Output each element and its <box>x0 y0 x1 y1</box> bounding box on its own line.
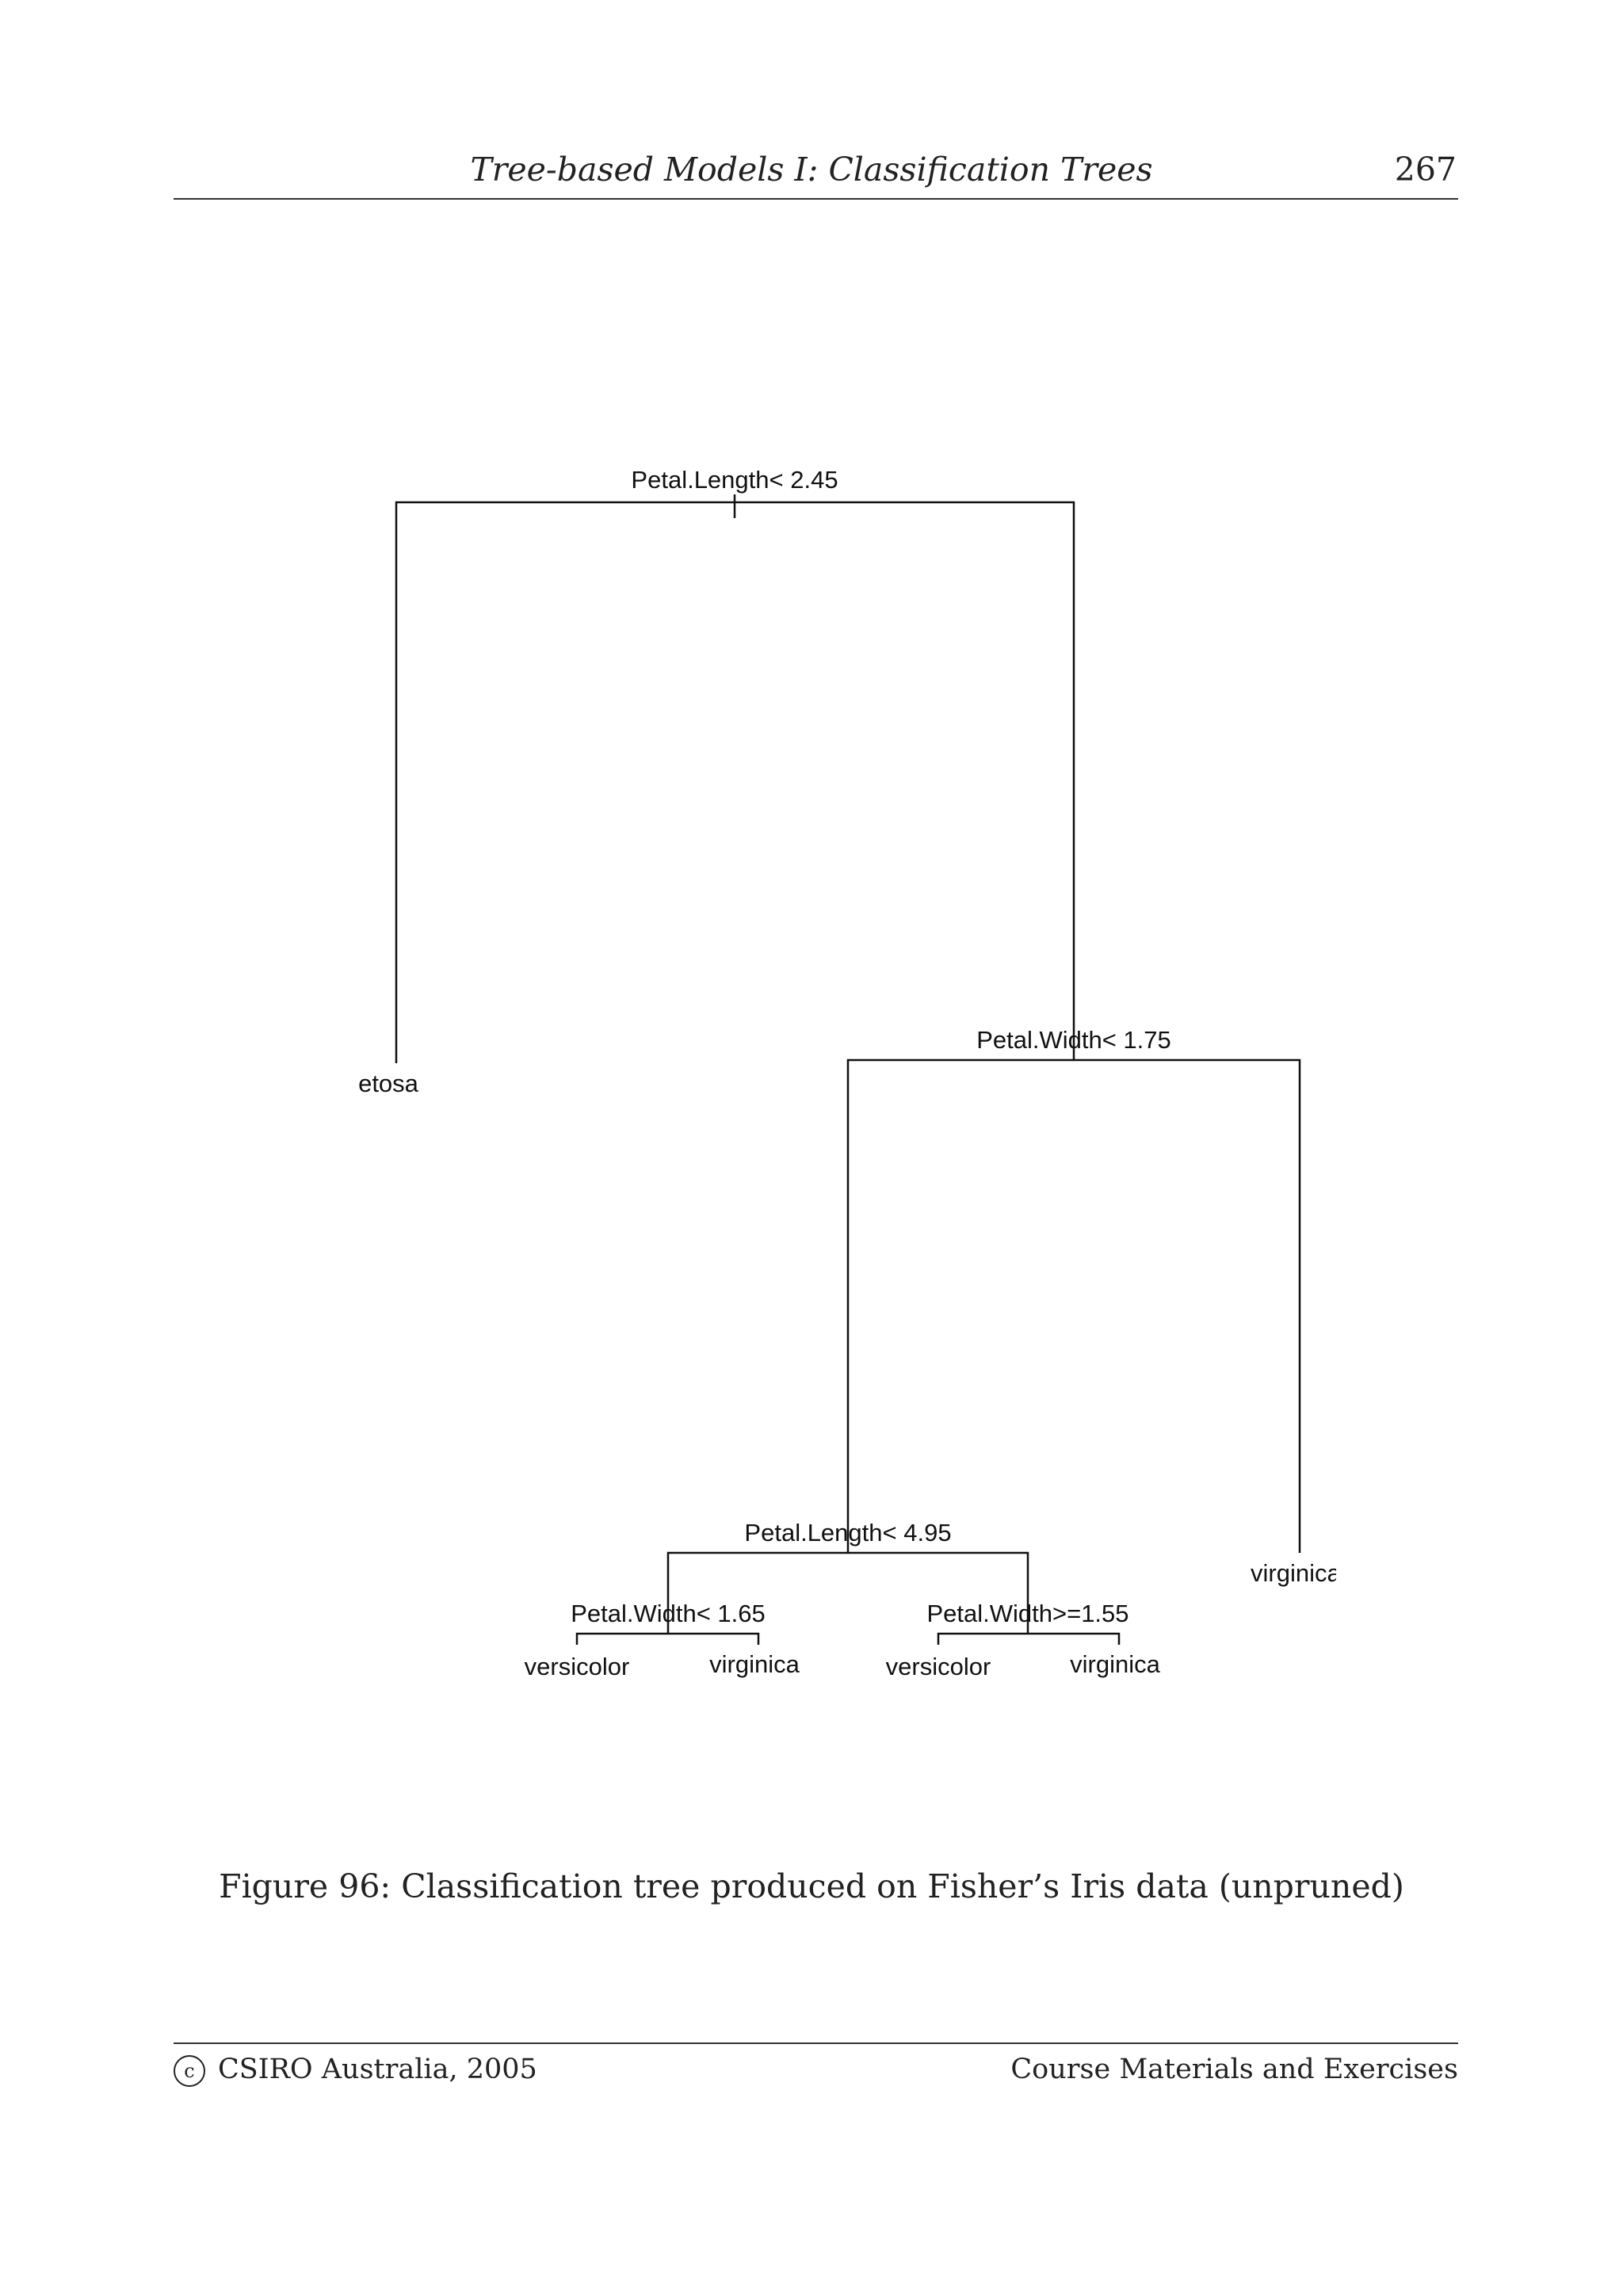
edge-pw175 <box>846 1058 1301 1553</box>
node-label-pw175: Petal.Width< 1.75 <box>976 1026 1171 1054</box>
plot-clip-mask <box>1336 1553 1400 1600</box>
leaf-label-virginica-1: virginica <box>709 1650 800 1678</box>
header-rule <box>174 198 1458 200</box>
footer-copyright-text: CSIRO Australia, 2005 <box>218 2054 537 2085</box>
leaf-label-versicolor-2: versicolor <box>886 1653 991 1680</box>
footer-right: Course Materials and Exercises <box>1010 2054 1458 2085</box>
running-title: Tree-based Models I: Classification Tree… <box>470 151 1153 189</box>
node-label-root: Petal.Length< 2.45 <box>631 466 838 494</box>
edge-root <box>395 501 1075 1063</box>
leaf-label-setosa: etosa <box>358 1070 419 1097</box>
copyright-icon: c <box>174 2054 205 2087</box>
tree-edges <box>395 494 1301 1645</box>
edge-pw155 <box>937 1632 1121 1645</box>
footer-left: c CSIRO Australia, 2005 <box>174 2054 537 2087</box>
tree-labels: Petal.Length< 2.45 etosa Petal.Width< 1.… <box>358 466 1341 1680</box>
node-label-pl495: Petal.Length< 4.95 <box>744 1519 951 1547</box>
edge-pl495 <box>666 1551 1029 1634</box>
leaf-label-virginica-right: virginica <box>1251 1559 1341 1587</box>
figure-caption: Figure 96: Classification tree produced … <box>219 1867 1404 1905</box>
edge-pw165 <box>575 1632 760 1645</box>
page-number: 267 <box>1394 151 1457 189</box>
footer-rule <box>174 2042 1458 2044</box>
node-label-pw155: Petal.Width>=1.55 <box>926 1600 1128 1627</box>
leaf-label-virginica-2: virginica <box>1070 1650 1160 1678</box>
leaf-label-versicolor-1: versicolor <box>525 1653 630 1680</box>
node-label-pw165: Petal.Width< 1.65 <box>571 1600 766 1627</box>
